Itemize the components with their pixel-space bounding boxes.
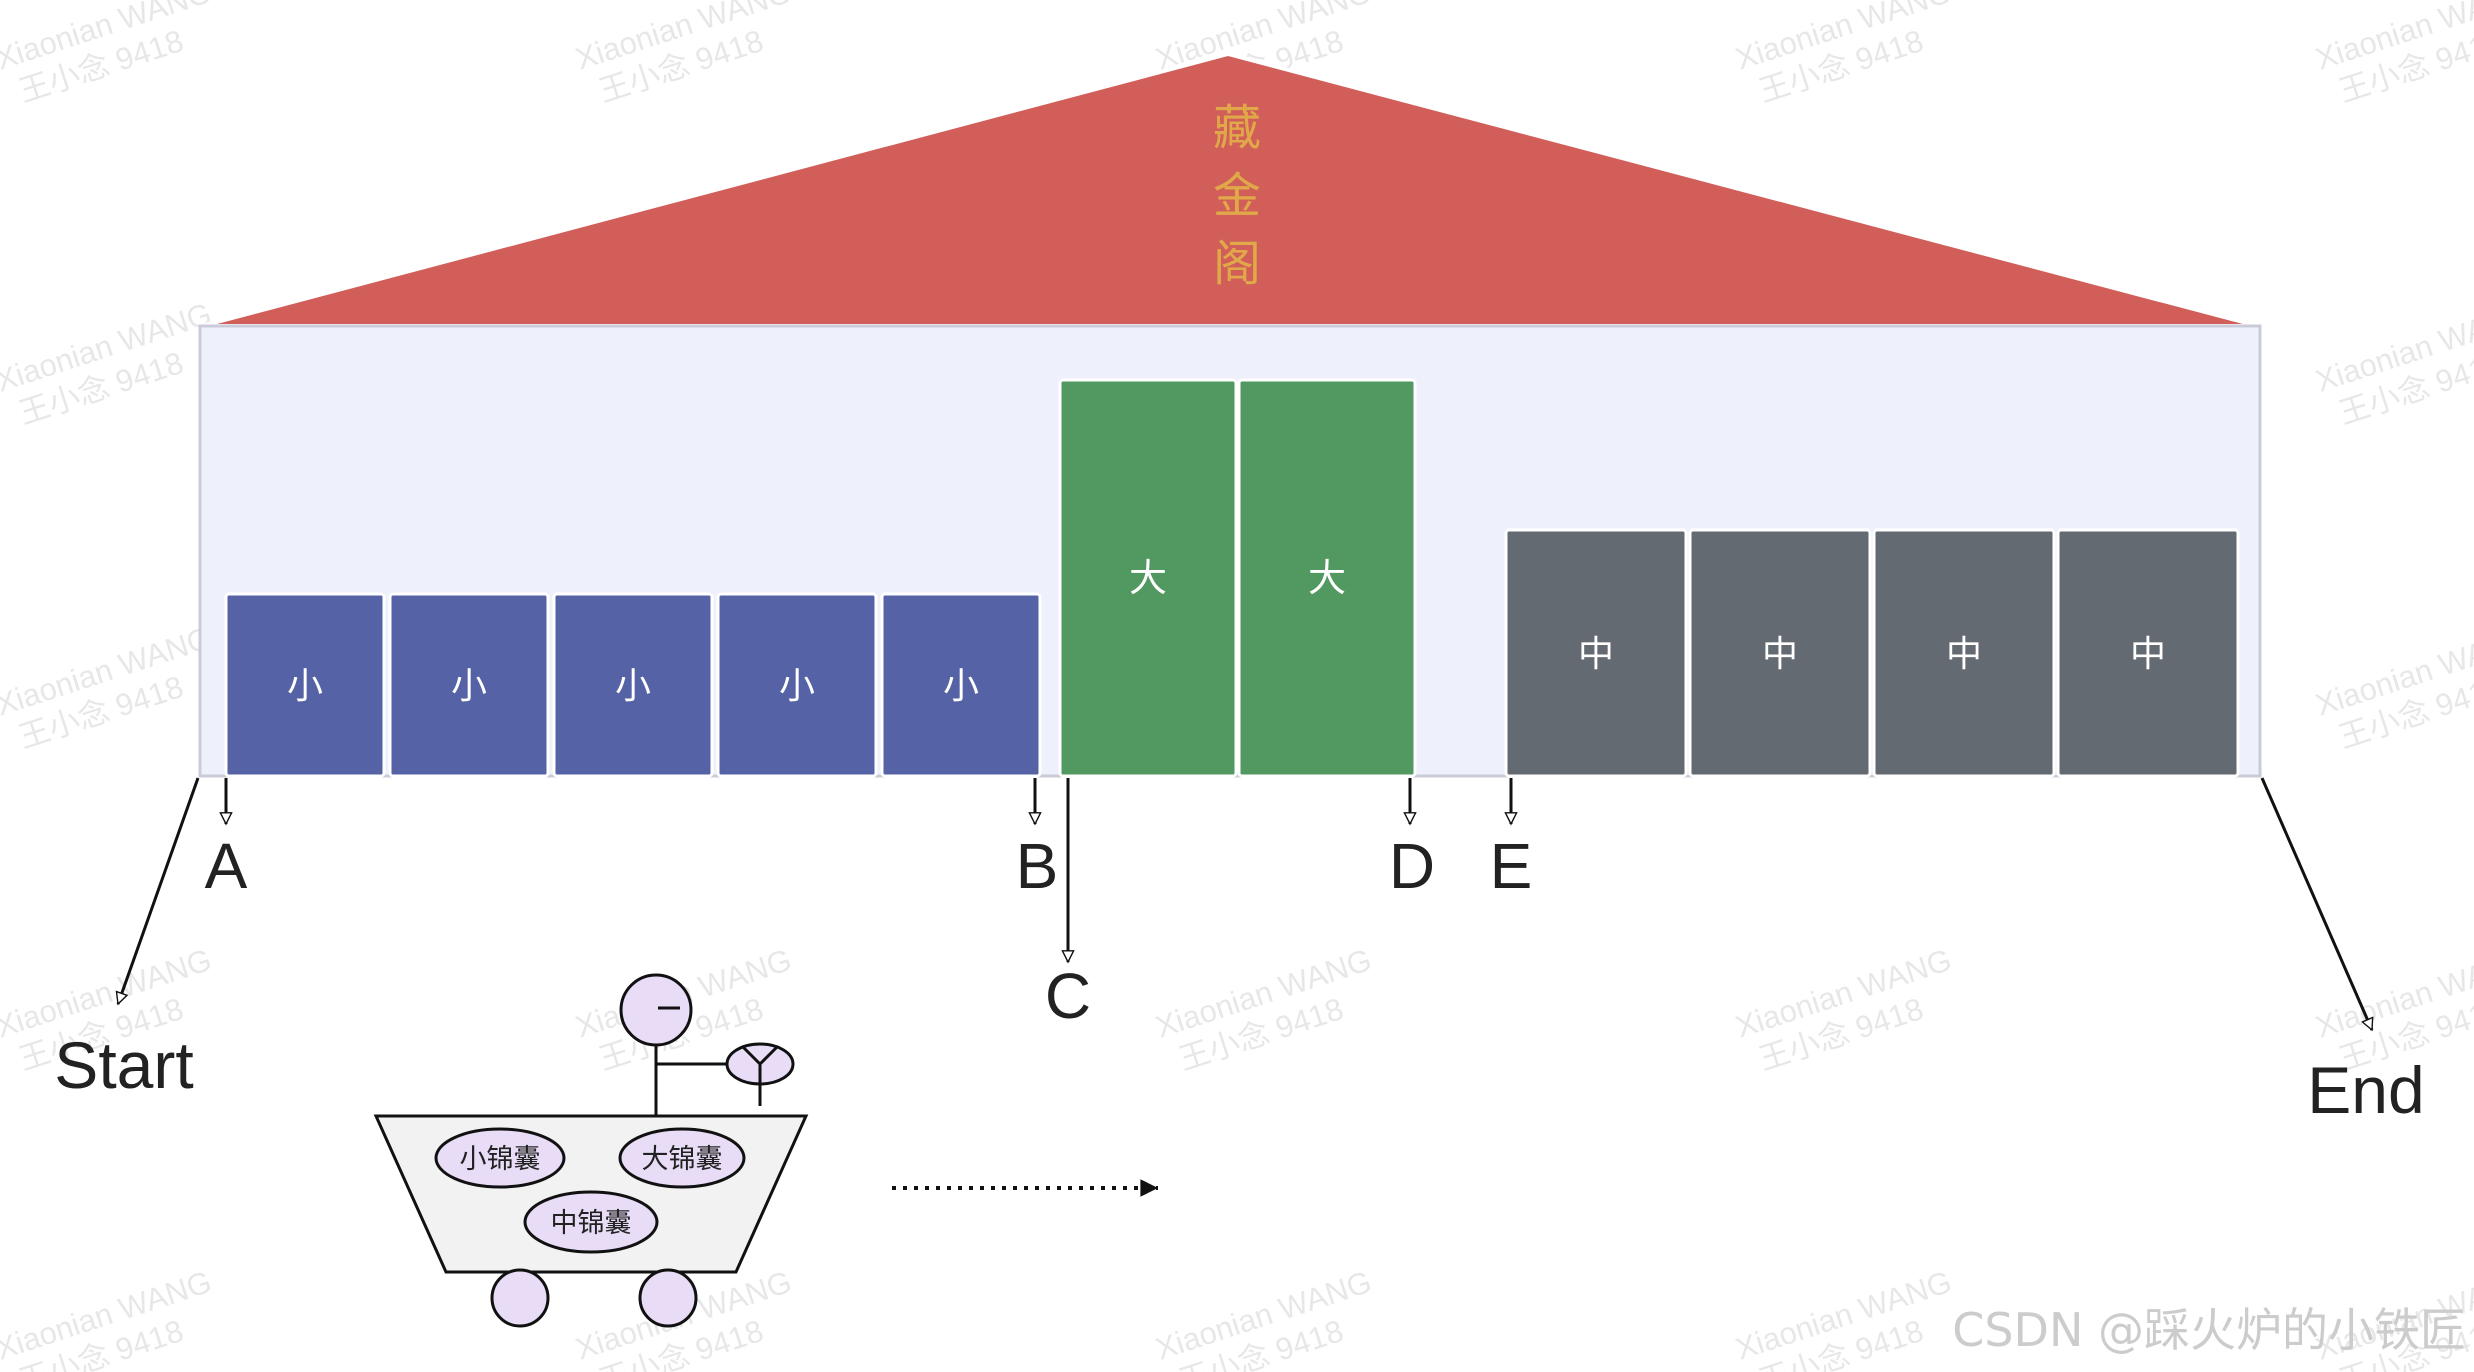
small-box-5-label: 小 bbox=[943, 666, 979, 707]
roof-title-char-3: 阁 bbox=[1213, 236, 1261, 292]
bag-big bbox=[618, 1127, 746, 1189]
medium-box-1-label: 中 bbox=[1578, 634, 1614, 675]
tray-fork-left bbox=[740, 1044, 762, 1066]
marker-a-label: A bbox=[205, 830, 248, 902]
big-box-2-label: 大 bbox=[1308, 556, 1346, 600]
big-box-2 bbox=[1237, 378, 1417, 778]
marker-e-label: E bbox=[1490, 830, 1533, 902]
cart-wheel-left bbox=[490, 1268, 550, 1328]
small-box-1 bbox=[224, 592, 386, 778]
marker-c-label: C bbox=[1045, 960, 1091, 1032]
marker-b-label: B bbox=[1016, 830, 1059, 902]
medium-box-2 bbox=[1688, 528, 1872, 778]
small-box-5 bbox=[880, 592, 1042, 778]
small-box-group: 小小小小小 bbox=[224, 592, 1042, 778]
tray-fork-right bbox=[758, 1044, 780, 1066]
bag-small-label: 小锦囊 bbox=[460, 1144, 541, 1175]
end-label: End bbox=[2307, 1053, 2424, 1127]
end-arrow bbox=[2260, 777, 2372, 1030]
small-box-4 bbox=[716, 592, 878, 778]
medium-box-4 bbox=[2056, 528, 2240, 778]
small-box-4-label: 小 bbox=[779, 666, 815, 707]
head-icon bbox=[619, 973, 693, 1047]
medium-box-4-label: 中 bbox=[2130, 634, 2166, 675]
medium-box-1 bbox=[1504, 528, 1688, 778]
small-box-2 bbox=[388, 592, 550, 778]
roof-title-char-1: 藏 bbox=[1213, 100, 1261, 156]
cart-figure: 小锦囊 大锦囊 中锦囊 bbox=[373, 973, 809, 1328]
bag-medium-label: 中锦囊 bbox=[551, 1208, 632, 1239]
start-arrow bbox=[118, 777, 200, 1004]
medium-box-3 bbox=[1872, 528, 2056, 778]
medium-box-group: 中中中中 bbox=[1504, 528, 2240, 778]
credit-text: CSDN @踩火炉的小铁匠 bbox=[1952, 1303, 2466, 1357]
start-label: Start bbox=[54, 1028, 193, 1102]
small-box-3-label: 小 bbox=[615, 666, 651, 707]
small-box-3 bbox=[552, 592, 714, 778]
big-box-1-label: 大 bbox=[1129, 556, 1167, 600]
medium-box-3-label: 中 bbox=[1946, 634, 1982, 675]
bag-big-label: 大锦囊 bbox=[642, 1144, 723, 1175]
cart-wheel-right bbox=[638, 1268, 698, 1328]
roof-title-char-2: 金 bbox=[1213, 168, 1261, 224]
marker-d-label: D bbox=[1389, 830, 1435, 902]
bag-medium bbox=[523, 1190, 659, 1254]
bag-small bbox=[434, 1127, 566, 1189]
medium-box-2-label: 中 bbox=[1762, 634, 1798, 675]
big-box-group: 大大 bbox=[1058, 378, 1417, 778]
small-box-1-label: 小 bbox=[287, 666, 323, 707]
small-box-2-label: 小 bbox=[451, 666, 487, 707]
big-box-1 bbox=[1058, 378, 1238, 778]
